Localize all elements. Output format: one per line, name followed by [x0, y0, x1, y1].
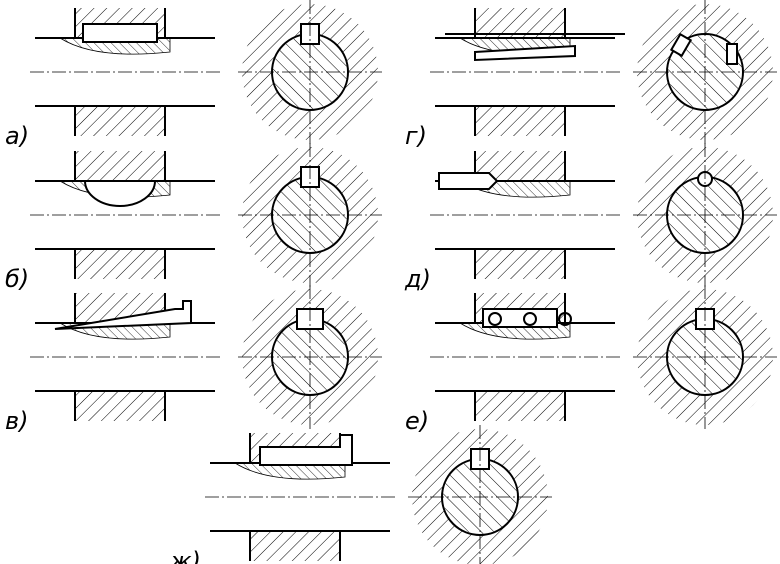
- panel-v: в): [5, 285, 382, 435]
- hub-hatch-bottom: [475, 391, 565, 421]
- key-sliding-feather: [259, 434, 353, 466]
- key-segment: [83, 180, 157, 207]
- panel-label: г): [405, 122, 427, 150]
- tangential-key-section: [726, 43, 738, 65]
- panel-d: д): [404, 143, 777, 293]
- panel-zh: ж): [169, 425, 552, 564]
- shaft-local-section: [233, 462, 346, 480]
- panel-g: г): [405, 0, 777, 150]
- tangential-key-section: [669, 32, 693, 58]
- hub-hatch-bottom: [75, 106, 165, 136]
- panel-label: ж): [169, 547, 201, 564]
- panel-label: е): [405, 407, 429, 435]
- key-tangential: [445, 33, 625, 62]
- panel-e: е): [405, 285, 777, 435]
- key-screwed-feather: [482, 308, 558, 328]
- key-pin: [438, 172, 499, 190]
- hub-hatch-bottom: [75, 249, 165, 279]
- panel-a: а): [5, 0, 382, 150]
- hub-hatch-bottom: [475, 249, 565, 279]
- key-prismatic: [82, 23, 158, 43]
- screw-icon: [558, 312, 572, 326]
- hub-hatch-bottom: [75, 391, 165, 421]
- hub-hatch-top: [75, 151, 165, 181]
- panel-label: в): [5, 407, 29, 435]
- panel-label: д): [404, 265, 431, 293]
- hub-hatch-bottom: [475, 106, 565, 136]
- panel-b: б): [5, 143, 382, 293]
- screw-icon: [523, 312, 537, 326]
- screw-icon: [488, 312, 502, 326]
- hub-hatch-bottom: [250, 531, 340, 561]
- panel-label: б): [5, 265, 29, 293]
- panel-label: а): [5, 122, 29, 150]
- key-wedge-gib: [54, 300, 192, 330]
